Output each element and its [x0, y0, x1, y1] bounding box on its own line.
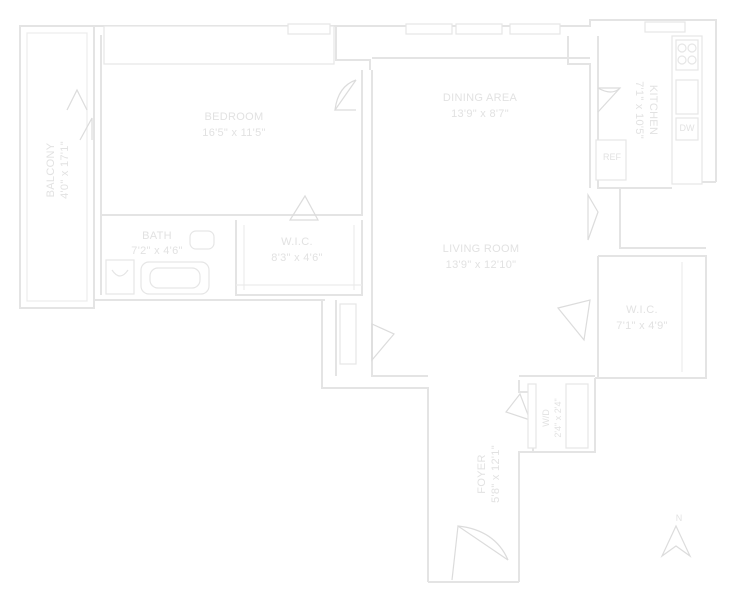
dining-area-dims: 13'9" x 8'7" — [451, 108, 509, 120]
exterior-walls — [93, 19, 717, 583]
wic-living-label: W.I.C. 7'1" x 4'9" — [616, 304, 667, 332]
balcony-name: BALCONY — [45, 142, 57, 197]
living-room-dims: 13'9" x 12'10" — [446, 259, 517, 271]
north-compass: N — [660, 513, 692, 558]
foyer-label: FOYER 5'8" x 12'1" — [476, 445, 502, 503]
north-arrow-icon — [660, 524, 692, 558]
kitchen-label: KITCHEN 7'1" x 10'5" — [633, 81, 659, 139]
wd-dims: 2'4" x 2'4" — [553, 398, 563, 437]
windows — [103, 21, 686, 65]
bath-label: BATH 7'2" x 4'6" — [131, 230, 182, 257]
wic-living-dims: 7'1" x 4'9" — [616, 320, 667, 332]
wd-label: W/D 2'4" x 2'4" — [541, 398, 563, 437]
wic-bedroom-dims: 8'3" x 4'6" — [271, 252, 322, 264]
bath-name: BATH — [142, 230, 172, 242]
bedroom-label: BEDROOM 16'5" x 11'5" — [202, 111, 265, 139]
dining-area-label: DINING AREA 13'9" x 8'7" — [443, 92, 518, 120]
kitchen-dims: 7'1" x 10'5" — [633, 81, 645, 139]
dining-area-name: DINING AREA — [443, 92, 518, 104]
bath-fixtures — [105, 230, 215, 295]
living-room-label: LIVING ROOM 13'9" x 12'10" — [443, 243, 520, 271]
wd-name: W/D — [541, 409, 551, 427]
balcony-label: BALCONY 4'0" x 17'1" — [45, 141, 71, 199]
wic-bedroom-name: W.I.C. — [281, 236, 313, 248]
balcony — [19, 25, 95, 309]
refrigerator-label: REF — [603, 152, 622, 162]
foyer-dims: 5'8" x 12'1" — [490, 445, 502, 503]
kitchen-name: KITCHEN — [647, 85, 659, 135]
compass-label: N — [676, 513, 683, 523]
dishwasher-label: DW — [680, 123, 695, 133]
bedroom-dims: 16'5" x 11'5" — [202, 127, 265, 139]
wic-living-name: W.I.C. — [626, 304, 658, 316]
kitchen-fixtures — [595, 35, 703, 185]
living-room-name: LIVING ROOM — [443, 243, 520, 255]
bedroom-name: BEDROOM — [205, 111, 264, 123]
foyer-name: FOYER — [476, 454, 488, 493]
bath-dims: 7'2" x 4'6" — [131, 245, 182, 257]
balcony-dims: 4'0" x 17'1" — [59, 141, 71, 199]
doors — [288, 79, 622, 581]
interior-walls — [100, 26, 706, 378]
closet-shelves — [243, 225, 683, 449]
wic-bedroom-label: W.I.C. 8'3" x 4'6" — [271, 236, 322, 264]
